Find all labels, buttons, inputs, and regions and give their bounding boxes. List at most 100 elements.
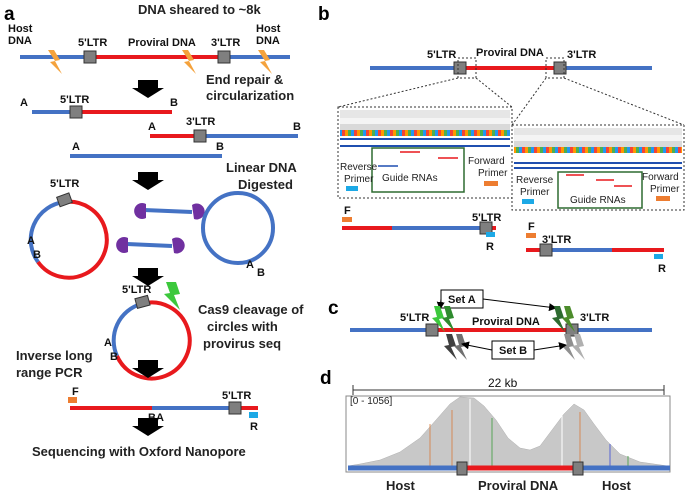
ltr3-label-c: 3'LTR bbox=[580, 312, 609, 324]
ltr5-box bbox=[228, 401, 242, 415]
forward-primer-line2: Primer bbox=[478, 168, 508, 179]
ltr3-label-a: 3'LTR bbox=[211, 37, 240, 49]
cas9-cut-icon bbox=[562, 306, 575, 332]
reverse-primer-line1: Reverse bbox=[516, 175, 554, 186]
circle-end-b: B bbox=[33, 249, 41, 261]
zoom-line bbox=[337, 77, 459, 108]
browser-inset-left: Guide RNAs Reverse Primer Forward Primer bbox=[337, 106, 513, 199]
ltr5-box bbox=[425, 323, 439, 337]
end-repair-line2: circularization bbox=[206, 88, 294, 103]
guide-rna-box bbox=[371, 147, 465, 193]
inset-toolbar bbox=[340, 110, 510, 118]
cas9-line2: circles with bbox=[207, 319, 278, 334]
end-b-label: B bbox=[170, 97, 178, 109]
guide-rnas-label: Guide RNAs bbox=[382, 173, 438, 184]
exonuclease-icon bbox=[134, 203, 146, 219]
inset-ruler bbox=[514, 135, 682, 141]
set-b-label: Set B bbox=[499, 345, 527, 357]
coverage-track-range: [0 - 1056] bbox=[350, 396, 392, 407]
reverse-primer-icon bbox=[522, 199, 534, 204]
panel-c-letter: c bbox=[328, 298, 339, 319]
cas9-cut-icon bbox=[164, 282, 180, 310]
inset-coverage bbox=[340, 124, 510, 130]
primer-r-label: R bbox=[250, 421, 258, 433]
cas9-cut-icon bbox=[562, 334, 575, 360]
ltr5-label-cas9: 5'LTR bbox=[122, 284, 151, 296]
span-label: 22 kb bbox=[488, 376, 518, 390]
reverse-primer-line1: Reverse bbox=[340, 162, 378, 173]
host-right-label: Host bbox=[602, 478, 632, 493]
circle-host-arc bbox=[111, 302, 142, 357]
cas9-cut-icon bbox=[572, 334, 585, 360]
forward-primer-line1: Forward bbox=[642, 172, 679, 183]
circle-provirus-arc bbox=[36, 199, 109, 280]
ltr3-box bbox=[572, 461, 584, 476]
inset-sequence bbox=[514, 147, 682, 153]
circle-end-a: A bbox=[246, 259, 254, 271]
shear-bolt-icon bbox=[258, 50, 272, 74]
inverse-pcr-line2: range PCR bbox=[16, 365, 83, 380]
reverse-primer-icon bbox=[346, 186, 358, 191]
ltr5-box bbox=[56, 192, 73, 208]
shear-bolt-icon bbox=[48, 50, 62, 74]
ltr5-label-frag: 5'LTR bbox=[60, 94, 89, 106]
ltr3-box bbox=[217, 50, 231, 64]
inset-ruler bbox=[340, 118, 510, 124]
cas9-cut-icon bbox=[454, 334, 467, 360]
down-arrow-icon bbox=[132, 80, 164, 98]
set-b-arrow bbox=[461, 341, 493, 351]
circle-end-a: A bbox=[27, 235, 35, 247]
down-arrow-icon bbox=[132, 360, 164, 378]
ltr5-box bbox=[456, 461, 468, 476]
circle-provirus-arc bbox=[115, 300, 192, 381]
host-only-circle bbox=[201, 191, 275, 265]
ltr5-label-b: 5'LTR bbox=[427, 49, 456, 61]
end-b-label: B bbox=[216, 141, 224, 153]
set-a-label: Set A bbox=[448, 294, 476, 306]
proviral-label-d: Proviral DNA bbox=[478, 478, 559, 493]
reverse-primer-line2: Primer bbox=[520, 187, 550, 198]
forward-primer-icon bbox=[68, 397, 77, 403]
zoom-region-right bbox=[545, 57, 565, 79]
host-dna-left-1: Host bbox=[8, 23, 33, 35]
zoom-region-left bbox=[457, 57, 477, 79]
inset-sequence bbox=[340, 130, 510, 136]
ltr5-label-c: 5'LTR bbox=[400, 312, 429, 324]
cas9-cut-icon bbox=[432, 306, 445, 332]
forward-primer-icon bbox=[342, 217, 352, 222]
end-repair-line1: End repair & bbox=[206, 72, 283, 87]
panel-b: b 5'LTR Proviral DNA 3'LTR Guide bbox=[318, 4, 685, 275]
forward-primer-line2: Primer bbox=[650, 184, 680, 195]
reverse-primer-icon bbox=[654, 254, 663, 259]
panel-c: c Set A 5'LTR Proviral DNA 3'LTR Set B bbox=[328, 289, 652, 360]
cas9-cut-icon bbox=[552, 306, 565, 332]
ltr5-box bbox=[69, 105, 83, 119]
ltr3-box bbox=[553, 61, 567, 75]
cas9-line1: Cas9 cleavage of bbox=[198, 302, 304, 317]
end-b-label: B bbox=[293, 121, 301, 133]
browser-inset-right: Guide RNAs Reverse Primer Forward Primer bbox=[511, 124, 685, 211]
ltr3-label-b2: 3'LTR bbox=[542, 234, 571, 246]
down-arrow-icon bbox=[132, 172, 164, 190]
panel-a: a DNA sheared to ~8k Host DNA Host DNA 5… bbox=[4, 2, 304, 459]
primer-r-label: R bbox=[486, 241, 494, 253]
inset-coverage bbox=[514, 141, 682, 147]
end-a-label: A bbox=[20, 97, 28, 109]
ltr3-label-frag: 3'LTR bbox=[186, 116, 215, 128]
circle-end-b: B bbox=[257, 267, 265, 279]
circle-end-a: A bbox=[104, 337, 112, 349]
digested-fragment bbox=[143, 208, 193, 214]
zoom-line bbox=[563, 77, 685, 126]
set-a-arrow bbox=[482, 298, 557, 312]
panel-d: d 22 kb [0 - 1056] Host Proviral DNA Hos… bbox=[320, 368, 671, 493]
linear-digested-line2: Digested bbox=[238, 177, 293, 192]
ltr3-box bbox=[193, 129, 207, 143]
circle-host-arc bbox=[28, 200, 65, 264]
reverse-primer-icon bbox=[486, 232, 495, 237]
host-dna-left-2: DNA bbox=[8, 35, 32, 47]
guide-rna-box bbox=[557, 171, 643, 209]
primer-f-label: F bbox=[528, 221, 535, 233]
reverse-primer-line2: Primer bbox=[344, 174, 374, 185]
inset-toolbar bbox=[514, 128, 682, 135]
panel-a-letter: a bbox=[4, 4, 15, 25]
